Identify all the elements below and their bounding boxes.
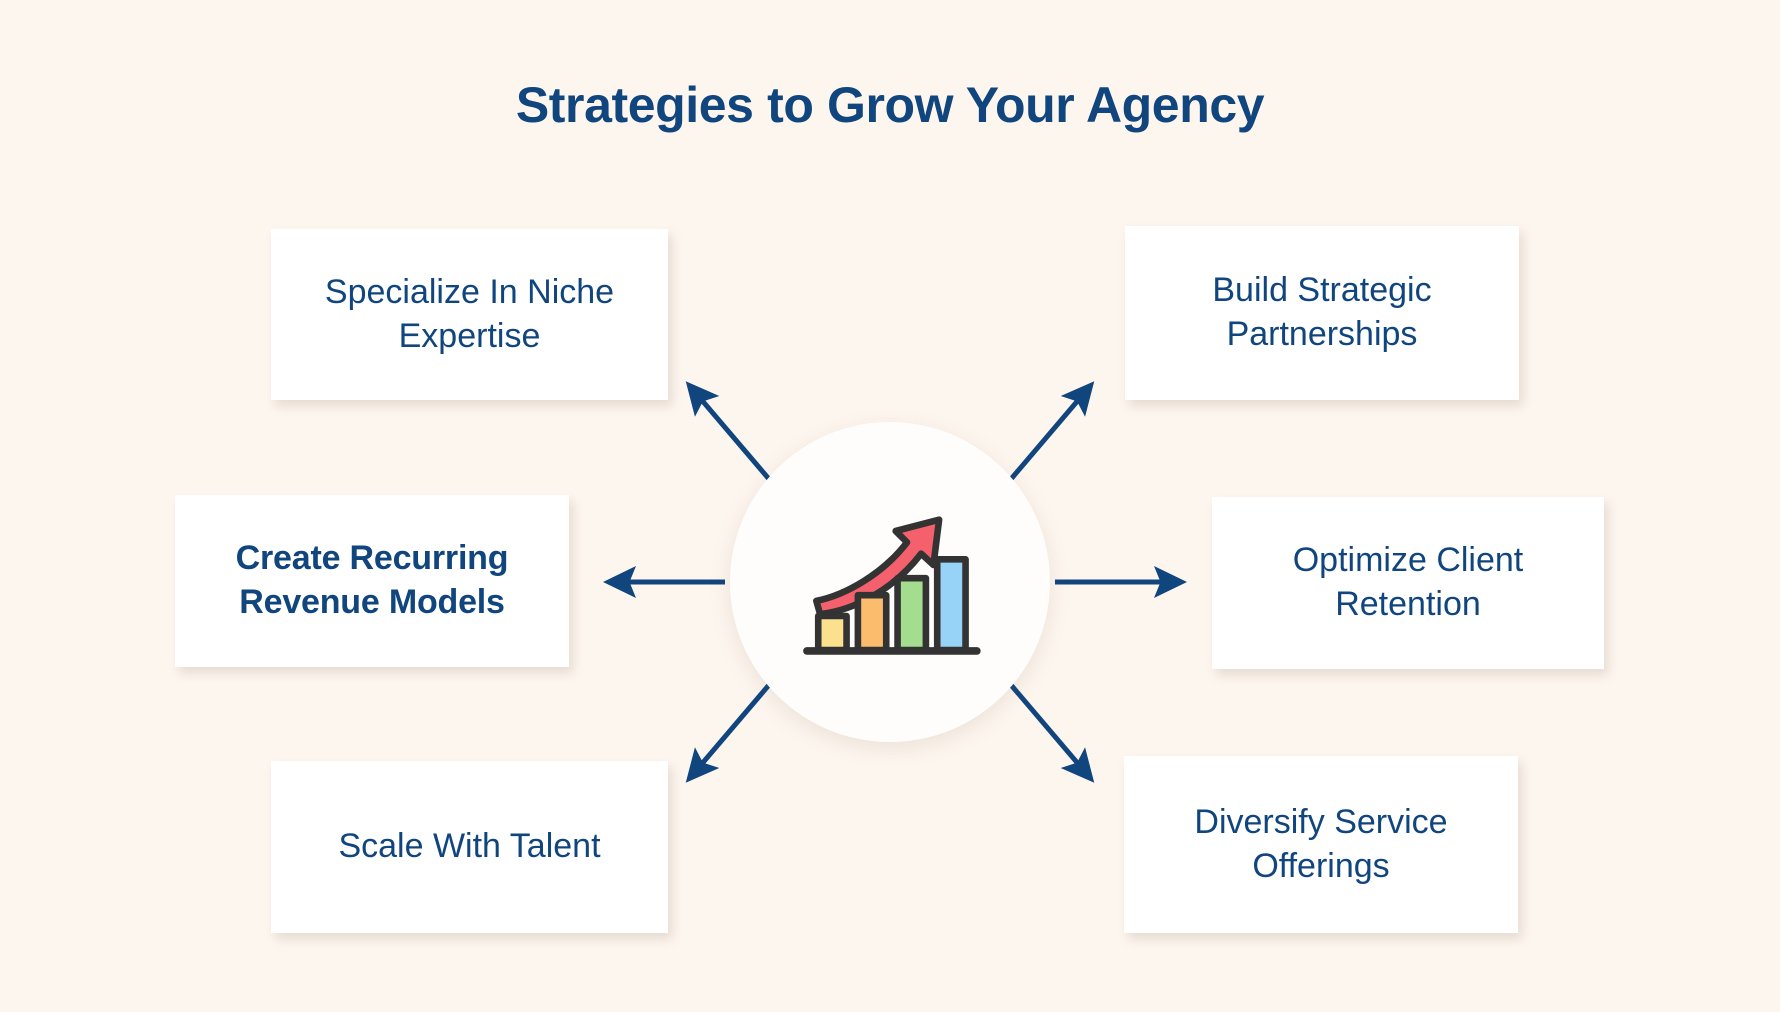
rising-arrow-icon bbox=[813, 516, 943, 618]
bar-2 bbox=[854, 591, 890, 654]
card-label: Diversify Service Offerings bbox=[1194, 802, 1448, 885]
center-hub bbox=[730, 422, 1050, 742]
card-diversify-service-offerings[interactable]: Diversify Service Offerings bbox=[1124, 756, 1518, 933]
connector-bottom-right bbox=[998, 670, 1095, 783]
bar-4 bbox=[933, 556, 969, 654]
bar-3 bbox=[894, 574, 930, 654]
card-scale-with-talent[interactable]: Scale With Talent bbox=[271, 761, 668, 933]
card-create-recurring-revenue-models[interactable]: Create Recurring Revenue Models bbox=[175, 495, 569, 667]
card-label: Create Recurring Revenue Models bbox=[235, 539, 509, 621]
bar-1 bbox=[814, 612, 850, 654]
card-label: Scale With Talent bbox=[338, 827, 601, 866]
card-build-strategic-partnerships[interactable]: Build Strategic Partnerships bbox=[1125, 226, 1519, 400]
page-title: Strategies to Grow Your Agency bbox=[515, 77, 1265, 133]
card-specialize-in-niche-expertise[interactable]: Specialize In Niche Expertise bbox=[271, 229, 668, 400]
card-label: Build Strategic Partnerships bbox=[1212, 271, 1432, 353]
card-label: Specialize In Niche Expertise bbox=[324, 272, 615, 355]
growth-chart-icon bbox=[803, 516, 981, 655]
card-optimize-client-retention[interactable]: Optimize Client Retention bbox=[1212, 497, 1604, 669]
card-label: Optimize Client Retention bbox=[1292, 541, 1524, 623]
